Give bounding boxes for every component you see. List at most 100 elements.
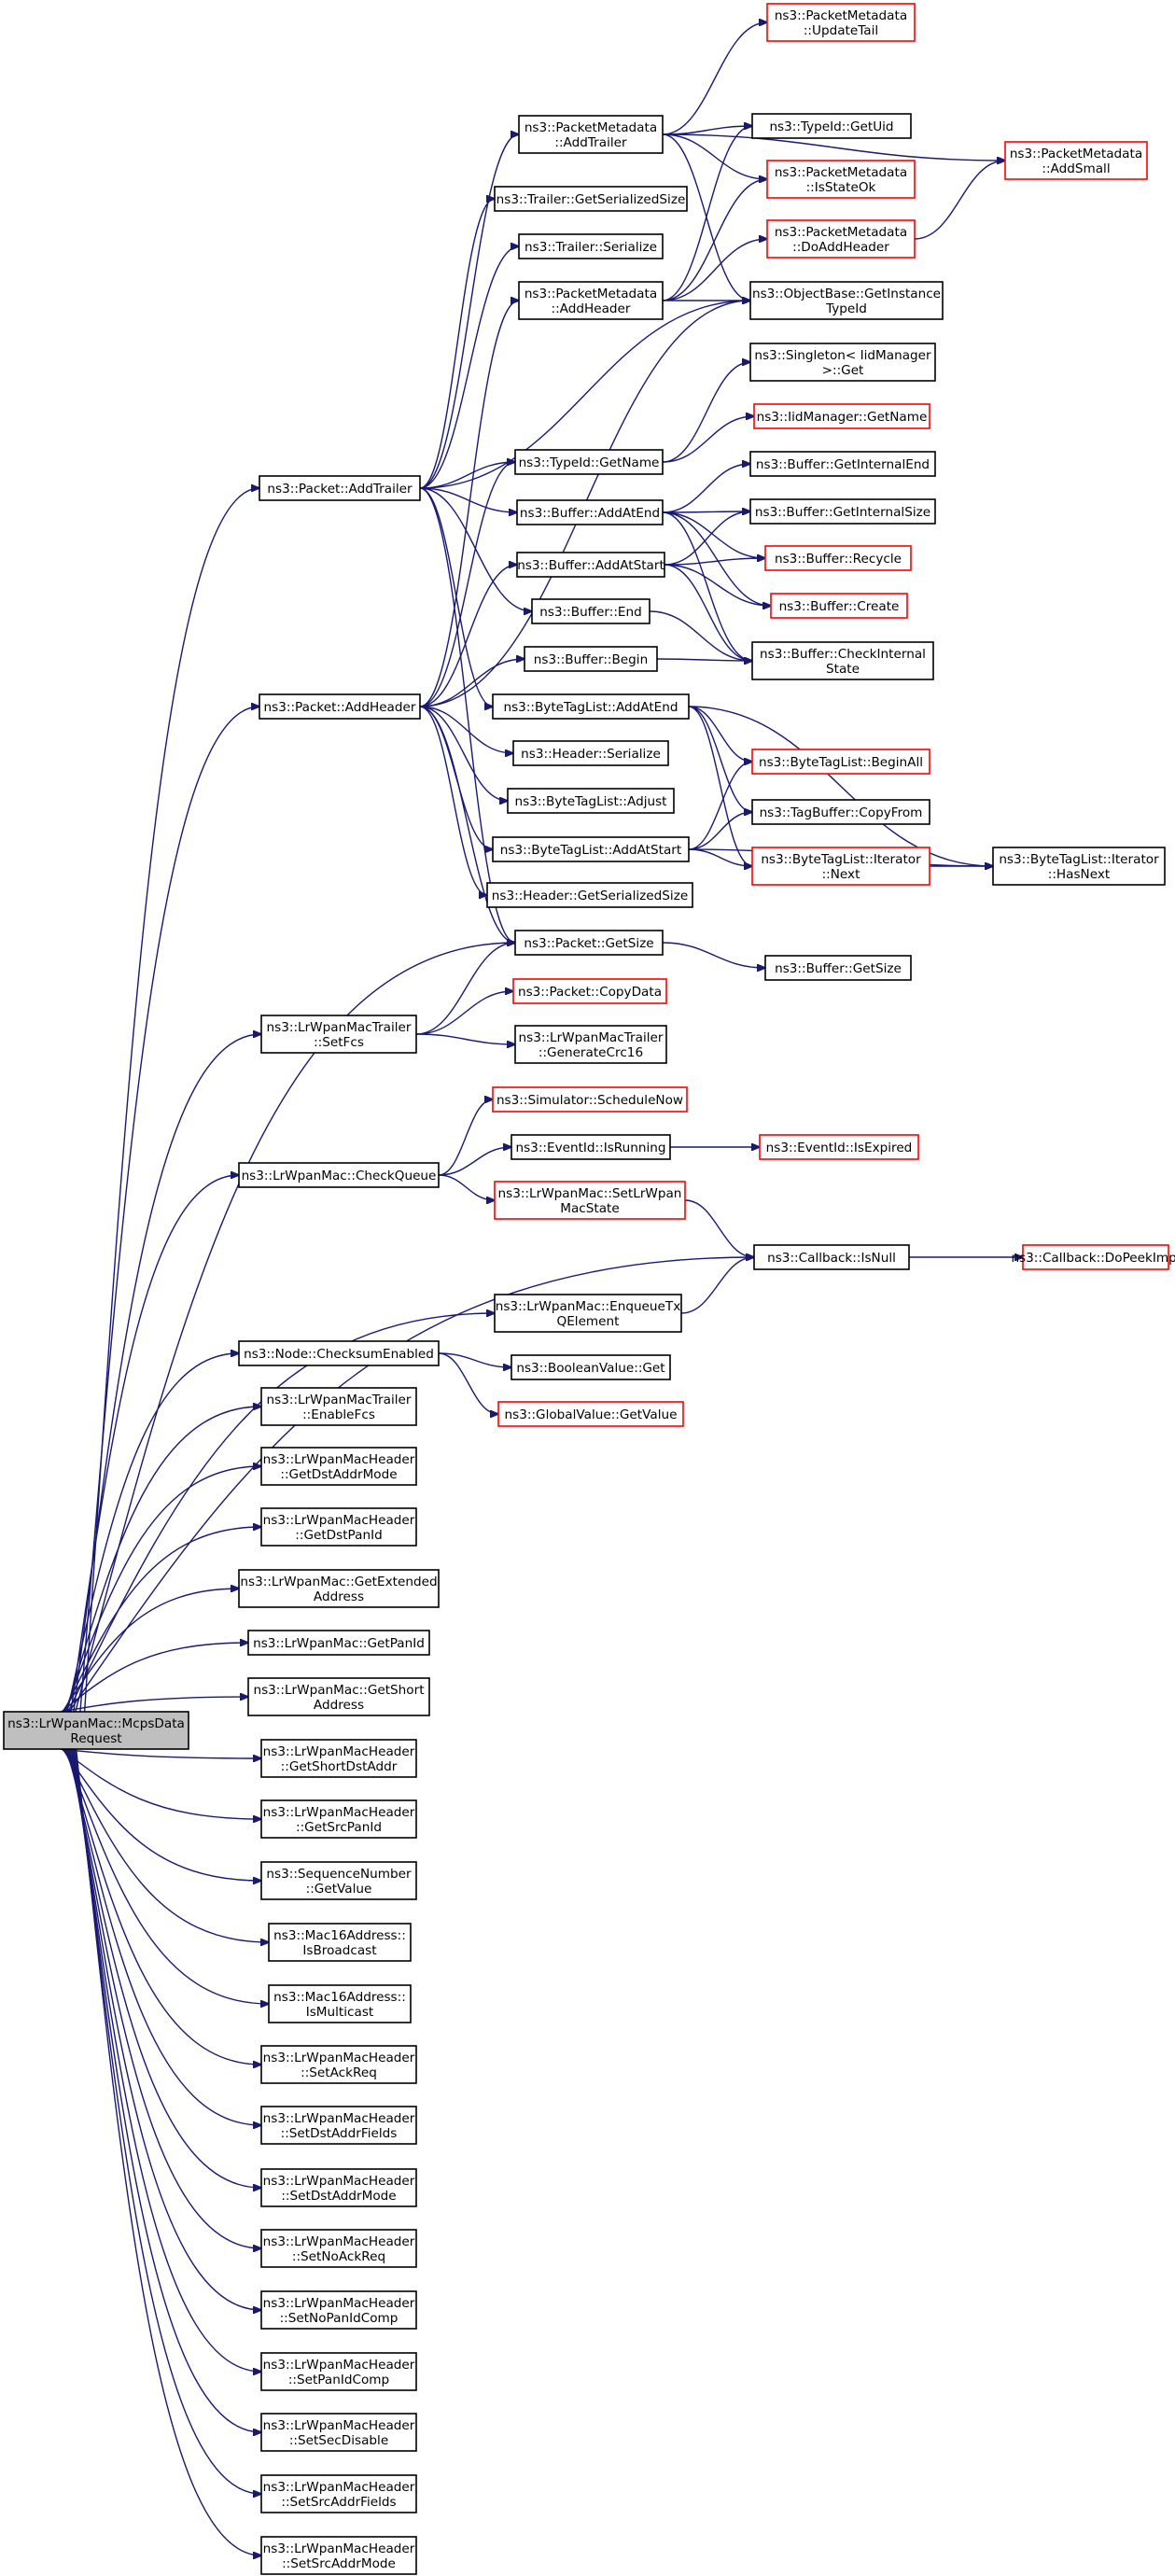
call-edge-root-to-lrmh_setnoackreq [69, 1748, 261, 2248]
node-lrmh-setsrcaddrfields[interactable]: ns3::LrWpanMacHeader::SetSrcAddrFields [260, 2474, 417, 2513]
node-iidmgr-getname[interactable]: ns3::IidManager::GetName [753, 403, 930, 429]
node-lrmh-setdstaddrfields[interactable]: ns3::LrWpanMacHeader::SetDstAddrFields [260, 2106, 417, 2145]
node-mac-getpanid[interactable]: ns3::LrWpanMac::GetPanId [247, 1630, 430, 1656]
node-boolvalue-get[interactable]: ns3::BooleanValue::Get [511, 1354, 671, 1380]
node-buf-addatend[interactable]: ns3::Buffer::AddAtEnd [516, 499, 664, 525]
node-lrmt-enablefcs[interactable]: ns3::LrWpanMacTrailer::EnableFcs [260, 1387, 417, 1426]
node-header-getser[interactable]: ns3::Header::GetSerializedSize [486, 882, 693, 908]
call-edge-mac_checkqueue-to-eventid_isrunning [438, 1147, 511, 1176]
node-tagbuf-copyfrom[interactable]: ns3::TagBuffer::CopyFrom [751, 799, 930, 825]
node-btl-iter-hasnext[interactable]: ns3::ByteTagList::Iterator::HasNext [992, 847, 1166, 886]
node-globalvalue-get[interactable]: ns3::GlobalValue::GetValue [497, 1401, 684, 1427]
node-mac-checkqueue[interactable]: ns3::LrWpanMac::CheckQueue [238, 1162, 440, 1188]
call-edge-root-to-lrmh_setsrcaddrmode [75, 1748, 261, 2555]
node-box [238, 1162, 440, 1188]
node-box [494, 186, 688, 212]
node-label-line: ns3::SequenceNumber [266, 1867, 412, 1882]
node-eventid-isrunning[interactable]: ns3::EventId::IsRunning [511, 1134, 671, 1160]
node-mac16-isbroadcast[interactable]: ns3::Mac16Address::IsBroadcast [268, 1923, 412, 1962]
node-eventid-isexpired[interactable]: ns3::EventId::IsExpired [759, 1134, 919, 1160]
node-buf-recycle[interactable]: ns3::Buffer::Recycle [764, 545, 912, 571]
node-callback-isnull[interactable]: ns3::Callback::IsNull [753, 1244, 910, 1270]
node-btl-beginall[interactable]: ns3::ByteTagList::BeginAll [751, 749, 930, 775]
node-lrmh-setnoackreq[interactable]: ns3::LrWpanMacHeader::SetNoAckReq [260, 2229, 417, 2268]
node-box [516, 499, 664, 525]
node-lrmh-getsrcpanid[interactable]: ns3::LrWpanMacHeader::GetSrcPanId [260, 1799, 417, 1839]
node-btl-addatstart[interactable]: ns3::ByteTagList::AddAtStart [492, 836, 690, 862]
node-box [514, 930, 664, 956]
node-buf-end[interactable]: ns3::Buffer::End [531, 598, 650, 624]
call-edge-mac_checkqueue-to-sim_schedulenow [438, 1099, 493, 1176]
node-lrmh-getdstaddrmode[interactable]: ns3::LrWpanMacHeader::GetDstAddrMode [260, 1447, 417, 1486]
node-callback-dopeek[interactable]: ns3::Callback::DoPeekImpl [1011, 1244, 1175, 1270]
node-btl-addatend[interactable]: ns3::ByteTagList::AddAtEnd [492, 693, 690, 720]
node-singleton-get[interactable]: ns3::Singleton< IidManager>::Get [749, 343, 936, 382]
node-packet-addheader[interactable]: ns3::Packet::AddHeader [259, 693, 421, 720]
node-packet-copydata[interactable]: ns3::Packet::CopyData [512, 978, 667, 1004]
call-edge-btl_addatstart-to-tagbuf_copyfrom [688, 812, 752, 850]
node-box [494, 1294, 682, 1333]
node-trailer-serialize[interactable]: ns3::Trailer::Serialize [518, 233, 664, 259]
node-label-line: ns3::LrWpanMacHeader [263, 1744, 415, 1759]
node-btl-adjust[interactable]: ns3::ByteTagList::Adjust [507, 788, 675, 814]
node-pm-addheader[interactable]: ns3::PacketMetadata::AddHeader [518, 281, 664, 320]
node-packet-getsize[interactable]: ns3::Packet::GetSize [514, 930, 664, 956]
node-lrmh-setsrcaddrmode[interactable]: ns3::LrWpanMacHeader::SetSrcAddrMode [260, 2536, 417, 2575]
node-pm-doaddheader[interactable]: ns3::PacketMetadata::DoAddHeader [766, 219, 916, 259]
node-typeid-getuid[interactable]: ns3::TypeId::GetUid [751, 113, 912, 139]
node-box [260, 2045, 417, 2084]
node-pm-addsmall[interactable]: ns3::PacketMetadata::AddSmall [1004, 141, 1148, 180]
node-lrmh-setdstaddrmode[interactable]: ns3::LrWpanMacHeader::SetDstAddrMode [260, 2168, 417, 2207]
node-seqnum-getvalue[interactable]: ns3::SequenceNumber::GetValue [260, 1861, 417, 1900]
node-lrmh-getdstpanid[interactable]: ns3::LrWpanMacHeader::GetDstPanId [260, 1507, 417, 1547]
node-pm-isstateok[interactable]: ns3::PacketMetadata::IsStateOk [766, 160, 916, 199]
node-box [260, 2413, 417, 2452]
node-lrmh-setsecdisable[interactable]: ns3::LrWpanMacHeader::SetSecDisable [260, 2413, 417, 2452]
node-lrmh-setpanidcomp[interactable]: ns3::LrWpanMacHeader::SetPanIdComp [260, 2352, 417, 2391]
node-mac16-ismulticast[interactable]: ns3::Mac16Address::IsMulticast [268, 1984, 412, 2023]
node-label-line: ::HasNext [1048, 867, 1110, 882]
node-box [514, 449, 664, 475]
edges-layer [60, 22, 1023, 2555]
call-edge-btl_addatend-to-btl_iter_next [688, 706, 752, 866]
call-edge-btl_addatend-to-tagbuf_copyfrom [688, 706, 752, 812]
node-lrmh-setnopanidcomp[interactable]: ns3::LrWpanMacHeader::SetNoPanIdComp [260, 2290, 417, 2330]
node-lrmt-gencrc[interactable]: ns3::LrWpanMacTrailer::GenerateCrc16 [514, 1025, 667, 1064]
call-edge-buf_addatend-to-buf_getinternalend [662, 464, 750, 513]
node-header-serialize[interactable]: ns3::Header::Serialize [512, 740, 669, 766]
node-buf-addatstart[interactable]: ns3::Buffer::AddAtStart [516, 552, 665, 578]
node-label-line: ns3::Callback::IsNull [767, 1251, 896, 1266]
node-pm-addtrailer[interactable]: ns3::PacketMetadata::AddTrailer [518, 115, 664, 154]
node-sim-schedulenow[interactable]: ns3::Simulator::ScheduleNow [492, 1086, 688, 1113]
node-label-line: ns3::ByteTagList::AddAtEnd [503, 700, 678, 715]
node-buf-getinternalend[interactable]: ns3::Buffer::GetInternalEnd [749, 451, 936, 477]
node-box [766, 3, 916, 42]
node-buf-create[interactable]: ns3::Buffer::Create [770, 593, 908, 619]
call-edge-root-to-mac_getextaddr [62, 1589, 239, 1713]
node-node-checksum[interactable]: ns3::Node::ChecksumEnabled [238, 1340, 440, 1366]
node-packet-addtrailer[interactable]: ns3::Packet::AddTrailer [259, 475, 421, 501]
node-buf-begin[interactable]: ns3::Buffer::Begin [524, 646, 658, 672]
node-label-line: ns3::Buffer::GetInternalEnd [756, 457, 930, 472]
node-box [492, 1086, 688, 1113]
node-buf-getinternalsize[interactable]: ns3::Buffer::GetInternalSize [749, 498, 936, 525]
node-label-line: ns3::PacketMetadata [775, 165, 907, 180]
node-pm-updatetail[interactable]: ns3::PacketMetadata::UpdateTail [766, 3, 916, 42]
node-label-line: ns3::EventId::IsRunning [515, 1141, 665, 1155]
node-typeid-getname[interactable]: ns3::TypeId::GetName [514, 449, 664, 475]
node-lrmh-getshortdst[interactable]: ns3::LrWpanMacHeader::GetShortDstAddr [260, 1739, 417, 1778]
node-label-line: ns3::ByteTagList::AddAtStart [500, 843, 681, 858]
node-lrmh-setackreq[interactable]: ns3::LrWpanMacHeader::SetAckReq [260, 2045, 417, 2084]
node-btl-iter-next[interactable]: ns3::ByteTagList::Iterator::Next [751, 847, 930, 886]
node-lrmt-setfcs[interactable]: ns3::LrWpanMacTrailer::SetFcs [260, 1015, 417, 1054]
node-label-line: ns3::TypeId::GetUid [769, 119, 893, 134]
node-buf-getsize[interactable]: ns3::Buffer::GetSize [764, 955, 912, 981]
node-trailer-getser[interactable]: ns3::Trailer::GetSerializedSize [494, 186, 688, 212]
